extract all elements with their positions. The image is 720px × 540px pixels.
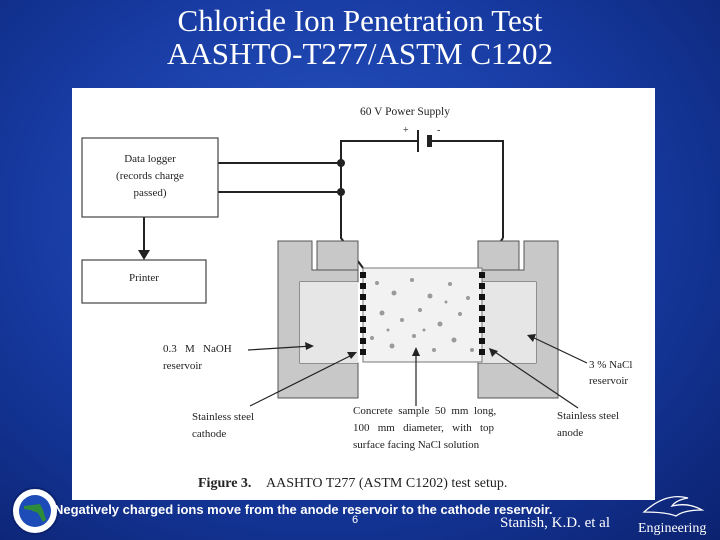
junction-dot-top [337,159,345,167]
anode-label-line-2: anode [557,427,583,439]
power-supply-label: 60 V Power Supply [360,106,450,118]
naoh-label-line-1: 0.3 M NaOH [163,343,232,355]
leader-lines [247,335,588,409]
junction-dot-bottom [337,188,345,196]
cathode-label-line-1: Stainless steel [192,411,254,423]
diagram-panel: 60 V Power Supply + - Data logger (recor… [72,88,655,500]
test-setup-diagram: 60 V Power Supply + - Data logger (recor… [81,106,632,491]
printer-label: Printer [129,272,159,284]
minus-sign: - [437,125,440,136]
cathode-label-line-2: cathode [192,428,226,440]
data-logger-line-3: passed) [134,187,167,199]
title-line-2: AASHTO-T277/ASTM C1202 [166,36,554,71]
plus-sign: + [403,125,409,136]
sample-label-line-3: surface facing NaCl solution [353,439,480,451]
footer-caption: Negatively charged ions move from the an… [54,502,553,517]
data-logger-box [81,137,219,218]
leader-arrowheads [305,334,536,359]
page-number: 6 [352,514,359,526]
fdot-seal-icon [11,487,59,535]
slide-title: Chloride Ion Penetration Test AASHTO-T27… [0,4,720,70]
battery-plate-short [427,135,432,147]
credit-text: Stanish, K.D. et al [500,515,610,531]
data-logger-line-2: (records charge [116,170,184,182]
sample-label-line-1: Concrete sample 50 mm long, [353,405,497,417]
figure-caption-text: AASHTO T277 (ASTM C1202) test setup. [266,476,507,491]
printer-box [81,259,207,304]
naoh-label-line-2: reservoir [163,360,202,372]
sample-label-line-2: 100 mm diameter, with top [353,422,495,434]
battery-plate-long [417,130,419,152]
anode-label-line-1: Stainless steel [557,410,619,422]
title-line-1: Chloride Ion Penetration Test [177,3,543,38]
anode-reservoir-cap [477,240,520,271]
anode-mesh [479,272,485,355]
nacl-label-line-2: reservoir [589,375,628,387]
concrete-aggregate [370,278,474,352]
cathode-mesh [360,272,366,355]
engineering-logo-icon: Engineering [638,495,706,536]
cathode-reservoir-cap [316,240,359,271]
anode-reservoir-solution [478,282,536,363]
nacl-label-line-1: 3 % NaCl [589,359,632,371]
figure-caption-number: Figure 3. [198,476,251,491]
arrow-to-printer [138,250,150,260]
cathode-reservoir-solution [300,282,358,363]
logo-text: Engineering [638,521,706,536]
data-logger-line-1: Data logger [124,153,176,165]
